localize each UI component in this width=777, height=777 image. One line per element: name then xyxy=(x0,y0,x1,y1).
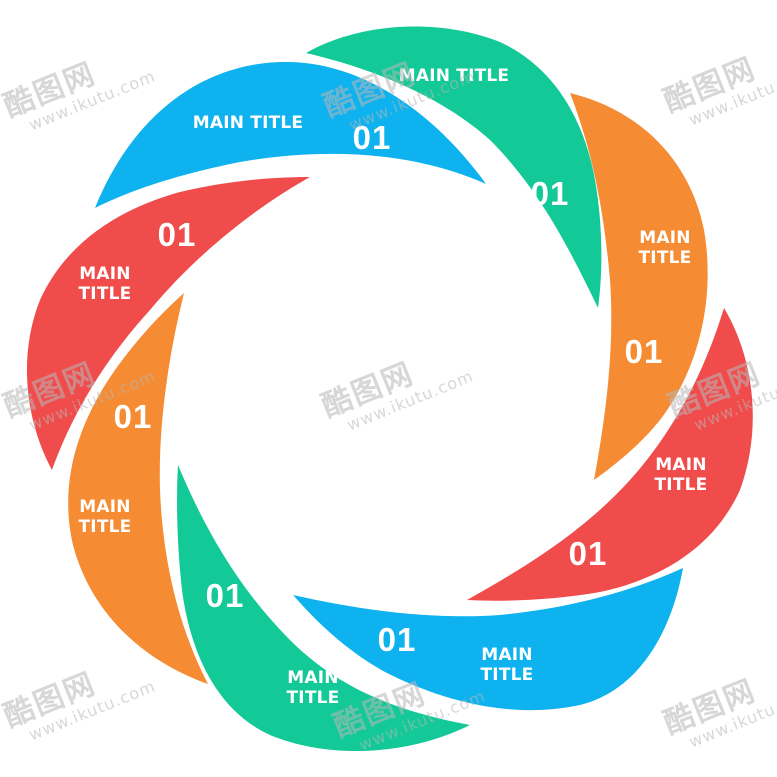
segment-1-title: MAIN TITLE xyxy=(192,113,304,133)
segment-7-orange-petal xyxy=(68,293,208,684)
segment-2-green-petal xyxy=(306,26,602,309)
segment-1-blue-petal xyxy=(95,61,486,208)
segment-5-number: 01 xyxy=(377,621,417,658)
segment-3-orange-petal xyxy=(570,93,708,480)
segment-6-green-petal xyxy=(177,465,471,752)
segment-6-number: 01 xyxy=(205,577,245,614)
segment-7-title: MAIN TITLE xyxy=(78,497,132,538)
segment-6-title: MAIN TITLE xyxy=(286,668,340,709)
segment-5-blue-petal xyxy=(293,568,683,711)
segment-8-red-petal xyxy=(26,177,311,470)
segment-7-number: 01 xyxy=(113,398,153,435)
segment-8-title: MAIN TITLE xyxy=(78,264,132,305)
segment-5-title: MAIN TITLE xyxy=(480,645,534,686)
segment-4-red-petal xyxy=(467,308,753,601)
segment-8-number: 01 xyxy=(157,216,197,253)
segment-4-title: MAIN TITLE xyxy=(654,455,708,496)
segment-2-title: MAIN TITLE xyxy=(398,66,510,86)
segment-2-number: 01 xyxy=(530,175,570,212)
segment-4-number: 01 xyxy=(568,535,608,572)
segment-3-title: MAIN TITLE xyxy=(638,228,692,269)
segment-1-number: 01 xyxy=(352,119,392,156)
segment-3-number: 01 xyxy=(624,333,664,370)
